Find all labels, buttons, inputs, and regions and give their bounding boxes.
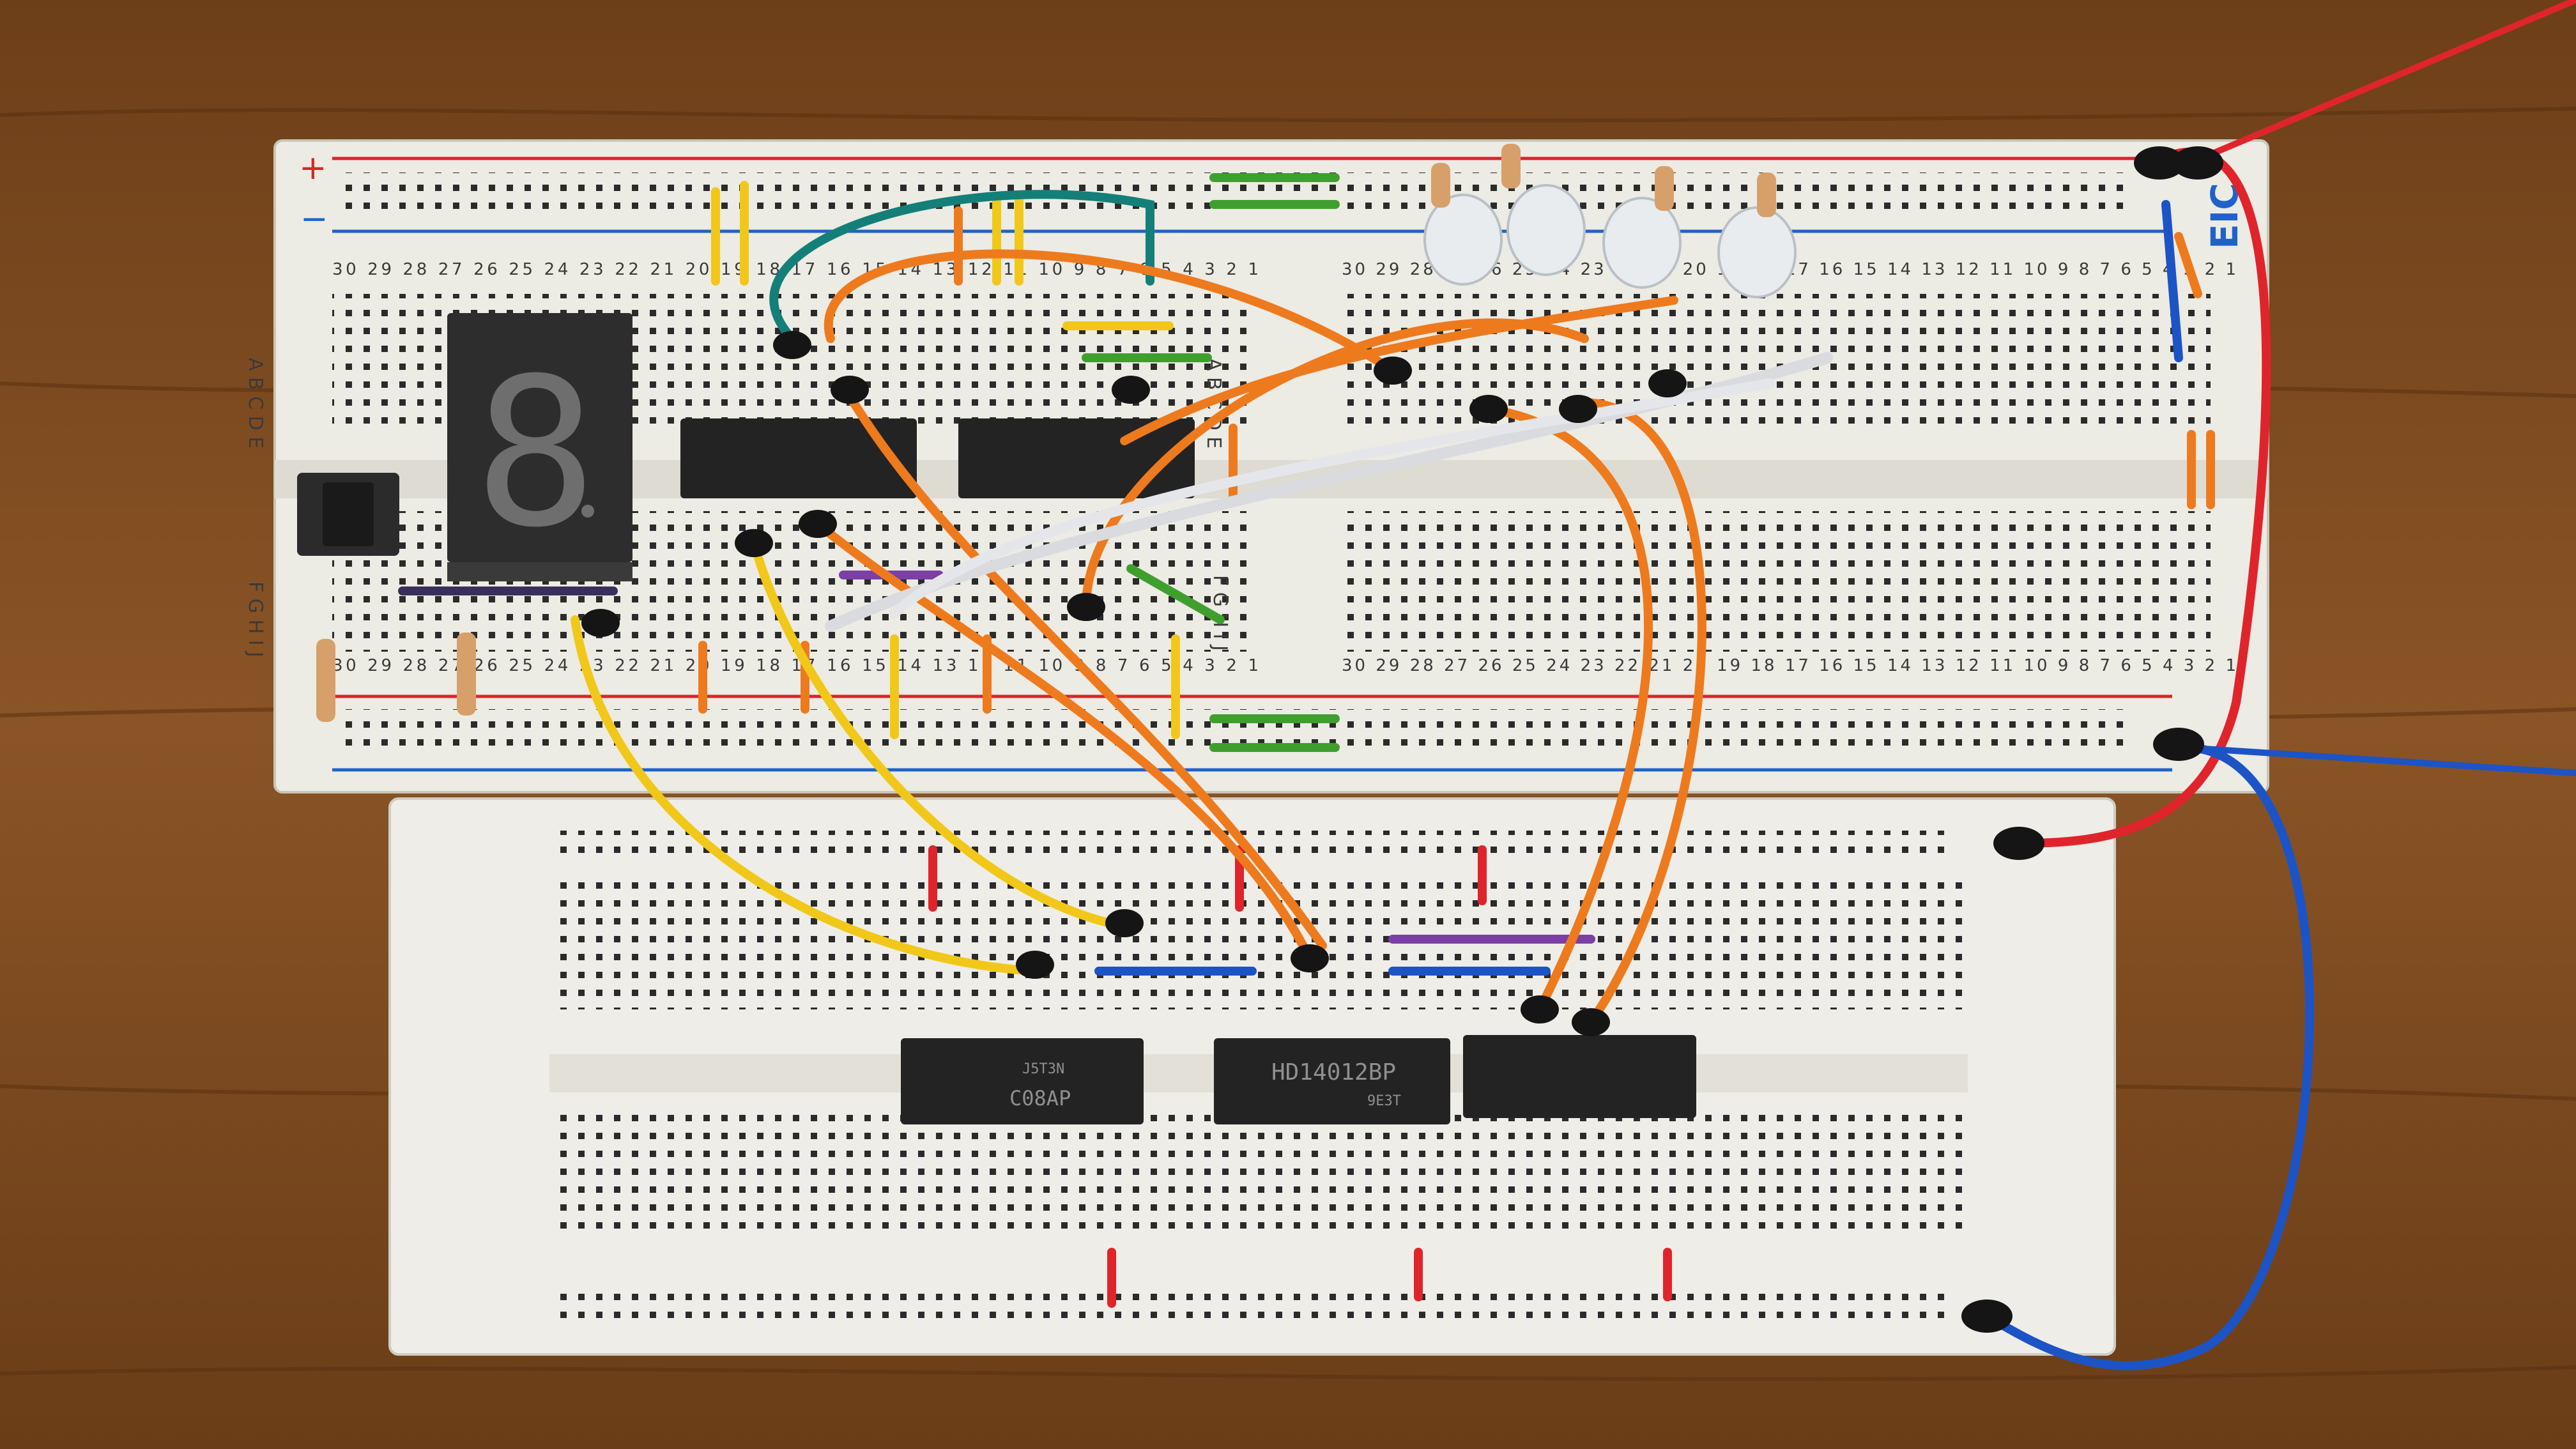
ic-left-code: J5T3N [1022, 1061, 1064, 1077]
seven-segment-display: 8 [447, 313, 632, 581]
row-letters-top-left: A B C D E [244, 358, 266, 448]
ic-label-code: 9E3T [1367, 1093, 1401, 1109]
ic-chip-top-right [958, 418, 1195, 498]
led-array [1423, 184, 1797, 298]
jumper-wires-long [571, 0, 2576, 1370]
ic-label-main: HD14012BP [1271, 1059, 1396, 1085]
jumper-wires-short [398, 173, 2215, 1308]
ic-chip-top-left [680, 418, 917, 498]
ic-chip-bottom-center: HD14012BP 9E3T [1214, 1038, 1450, 1124]
row-letters-bottom-left: F G H I J [244, 581, 266, 657]
ic-chip-bottom-left [901, 1038, 1144, 1124]
wire-connector-tips [581, 146, 2223, 1333]
rail-minus-label: − [300, 200, 328, 238]
resistors [316, 144, 1776, 722]
column-numbers-right-bottom: 30 29 28 27 26 25 24 23 22 21 20 19 18 1… [1342, 656, 2236, 675]
ic-left-label: C08AP [1009, 1086, 1071, 1110]
rail-plus-label: + [299, 149, 327, 187]
push-button[interactable] [297, 473, 399, 556]
ic-chip-bottom-right [1463, 1035, 1696, 1118]
ic-chip-bottom-left-label: C08AP J5T3N [1009, 1061, 1071, 1110]
display-digit: 8 [474, 335, 597, 572]
column-numbers-left-bottom: 30 29 28 27 26 25 24 23 22 21 20 19 18 1… [332, 656, 1259, 675]
